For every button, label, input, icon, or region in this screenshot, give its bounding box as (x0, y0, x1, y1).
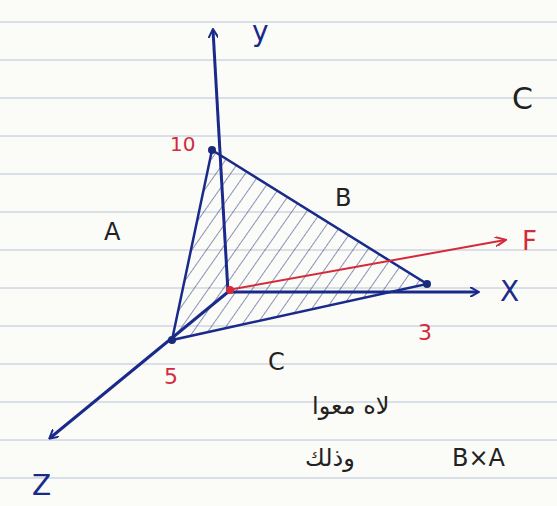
y-axis (213, 30, 228, 292)
z-axis (50, 292, 228, 438)
handwritten-note: لاه معوا (312, 394, 389, 418)
edge-label: B (335, 186, 351, 210)
vector-label: F (522, 228, 537, 254)
handwritten-note: وذلك (305, 446, 355, 470)
axis-value: 5 (164, 366, 178, 388)
x-axis (228, 291, 478, 294)
edge-label: C (268, 350, 285, 374)
force-vector (228, 240, 505, 290)
axis-label: y (252, 18, 269, 46)
edge-label: A (104, 220, 120, 244)
axis-label: X (500, 278, 519, 306)
axis-value: 10 (170, 134, 195, 154)
handwritten-note: B×A (452, 446, 505, 470)
axis-label: Z (32, 472, 51, 500)
axis-value: 3 (418, 322, 432, 344)
paper-lines (0, 22, 557, 478)
handwritten-note: C (512, 84, 533, 114)
shaded-triangle (172, 150, 427, 340)
